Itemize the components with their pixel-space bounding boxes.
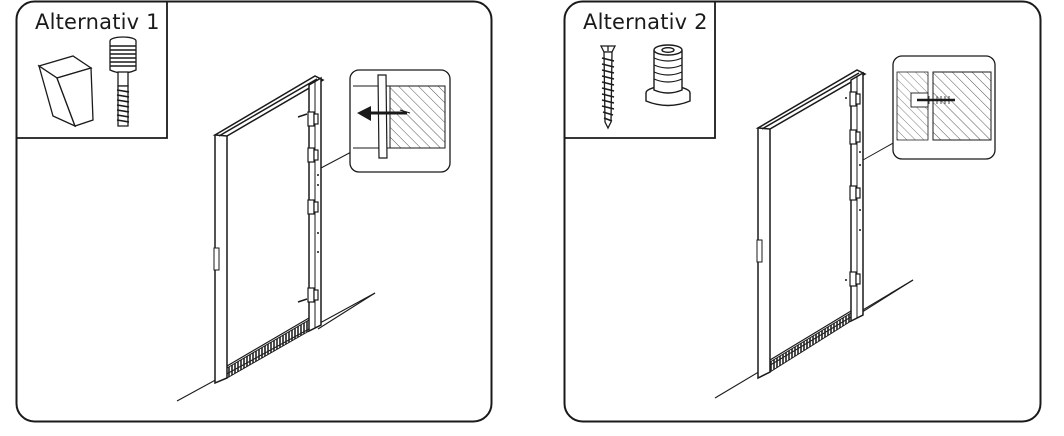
threshold [226, 319, 310, 379]
panel-1-drawing [15, 0, 493, 423]
threshold [769, 312, 852, 373]
detail-callout [349, 69, 451, 173]
frame-screws [845, 97, 861, 281]
frame-screw-icon [599, 45, 617, 130]
wedge-markers [297, 113, 308, 303]
callout-leader [862, 141, 896, 161]
hinge-group [849, 91, 861, 287]
frame-screws [317, 174, 319, 253]
panel-2-drawing [563, 0, 1042, 423]
panel-frame [563, 0, 1042, 423]
door-frame [755, 69, 867, 380]
panel-title: Alternativ 2 [583, 10, 708, 34]
panel-frame [15, 0, 493, 423]
hinge-group [307, 111, 319, 303]
panel-title: Alternativ 1 [35, 10, 160, 34]
adjustment-plug-icon [645, 44, 691, 107]
strike-plate [213, 247, 220, 271]
adjustment-screw-icon [109, 36, 137, 127]
wedge-icon [37, 55, 94, 128]
legend-box [16, 1, 168, 139]
strike-plate [756, 239, 763, 263]
door-frame [212, 75, 325, 385]
callout-leader [320, 149, 356, 169]
diagram-panel-alternative-1: Alternativ 1 [15, 0, 495, 436]
legend-box [564, 1, 716, 139]
diagram-panel-alternative-2: Alternativ 2 [563, 0, 1043, 436]
detail-callout [892, 55, 996, 160]
